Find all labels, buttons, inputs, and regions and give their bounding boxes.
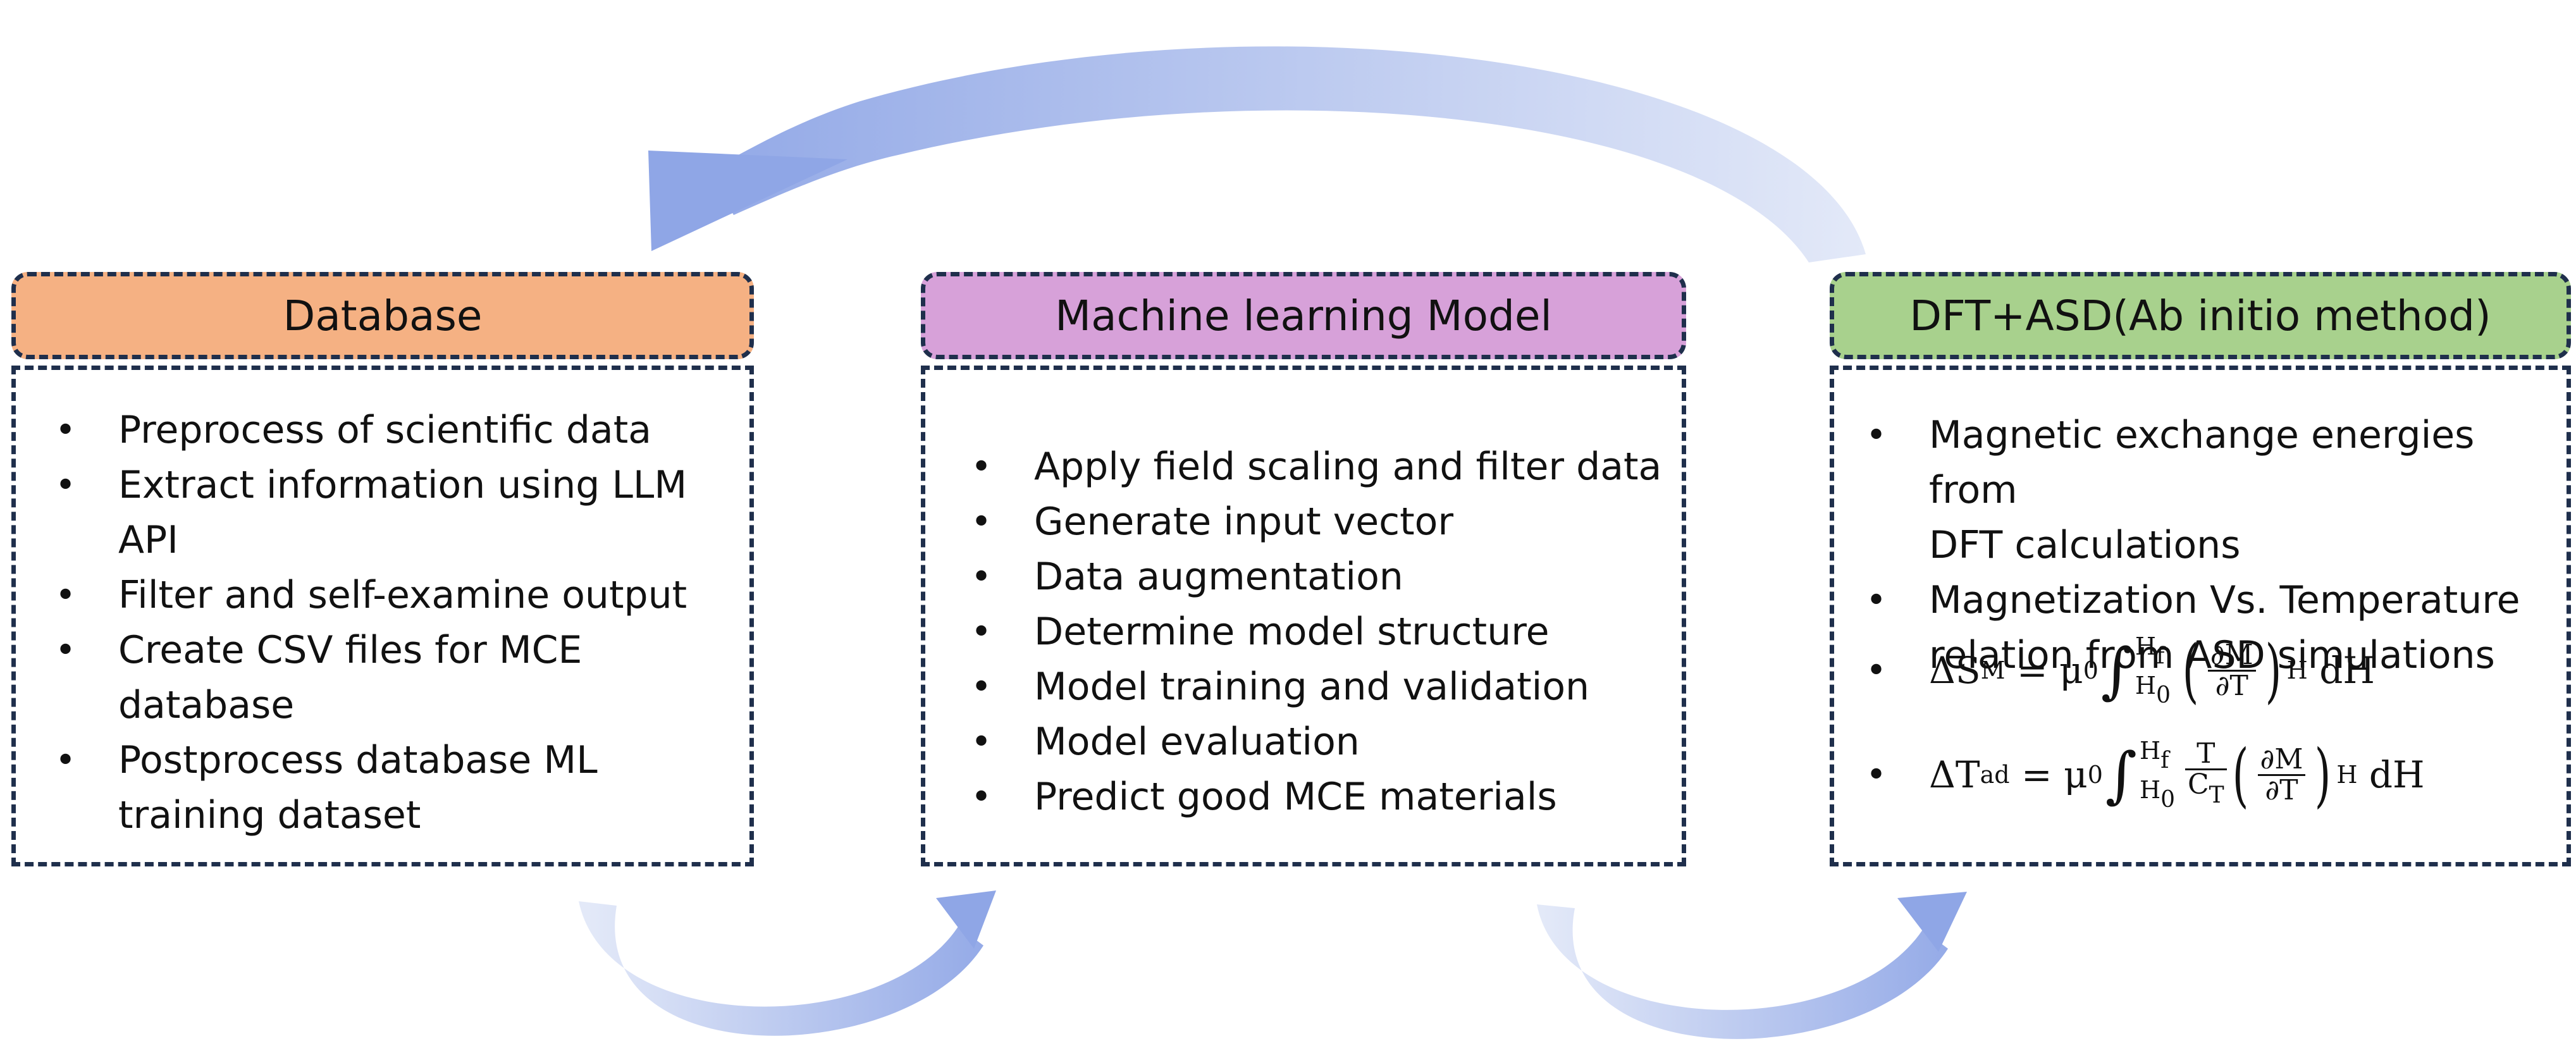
list-item-continuation: database [118,683,295,727]
list-item: Apply field scaling and filter data [971,440,1661,495]
list-item: Preprocess of scientific data [55,403,687,458]
ml-list: Apply field scaling and filter data Gene… [971,440,1661,825]
list-item-continuation: DFT calculations [1929,523,2241,567]
dft-list: Magnetic exchange energies from DFT calc… [1866,408,2567,683]
list-item: Extract information using LLM [55,458,687,513]
dft-body: Magnetic exchange energies from DFT calc… [1830,366,2571,866]
feedback-arrow-body [708,46,1866,262]
ml-body: Apply field scaling and filter data Gene… [921,366,1686,866]
list-item-continuation: API [118,518,178,562]
dft-header: DFT+ASD(Ab initio method) [1830,272,2571,359]
list-item: Generate input vector [971,495,1661,550]
arrow-database-to-ml-head [936,890,996,949]
ml-header: Machine learning Model [921,272,1686,359]
list-item: Filter and self-examine output [55,568,687,623]
list-item: Model training and validation [971,660,1661,715]
list-item: Determine model structure [971,605,1661,660]
database-list: Preprocess of scientific data Extract in… [55,403,687,843]
bullet: • [1866,650,1887,691]
list-item-continuation: training dataset [118,793,421,837]
bullet: • [1866,754,1887,796]
list-item: Create CSV files for MCE [55,623,687,678]
arrow-database-to-ml-body [579,901,983,1036]
list-item: Magnetization Vs. Temperature [1866,573,2567,628]
database-header: Database [11,272,754,359]
arrow-ml-to-dft-body [1537,904,1948,1039]
ml-title: Machine learning Model [1055,291,1552,340]
database-title: Database [283,291,483,340]
database-body: Preprocess of scientific data Extract in… [11,366,754,866]
list-item: Data augmentation [971,550,1661,605]
list-item: Postprocess database ML [55,733,687,788]
list-item: Model evaluation [971,715,1661,770]
feedback-arrow-head [648,151,847,251]
arrow-ml-to-dft-head [1897,892,1967,952]
list-item: Predict good MCE materials [971,770,1661,825]
list-item: Magnetic exchange energies from [1866,408,2567,518]
dft-title: DFT+ASD(Ab initio method) [1909,291,2491,340]
